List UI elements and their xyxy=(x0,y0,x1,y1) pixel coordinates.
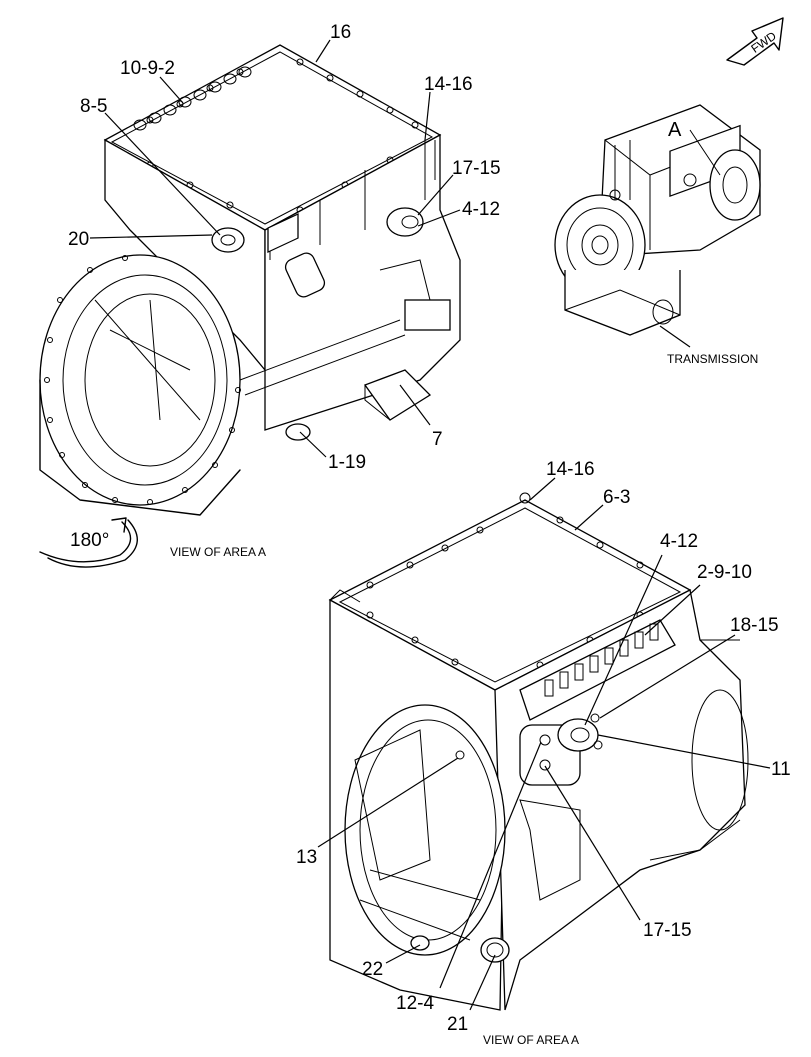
connector-row xyxy=(544,623,659,697)
bell-bolts xyxy=(44,255,241,505)
callout-18-15: 18-15 xyxy=(730,615,779,636)
callout-14-16-bottom: 14-16 xyxy=(546,459,595,480)
rotate-180-icon: 180° xyxy=(39,517,138,568)
callout-4-12-bottom: 4-12 xyxy=(660,531,698,552)
callout-21: 21 xyxy=(447,1014,468,1035)
callout-20: 20 xyxy=(68,229,89,250)
callout-6-3: 6-3 xyxy=(603,487,630,508)
callout-4-12-top: 4-12 xyxy=(462,199,500,220)
callout-2-9-10: 2-9-10 xyxy=(697,562,752,583)
transmission-thumbnail: A TRANSMISSION xyxy=(554,104,761,366)
case-top-view xyxy=(39,44,461,516)
callout-17-15-top: 17-15 xyxy=(452,158,501,179)
area-letter: A xyxy=(668,119,682,141)
callout-10-9-2: 10-9-2 xyxy=(120,58,175,79)
view-caption-bottom: VIEW OF AREA A xyxy=(483,1033,579,1047)
case-bottom-view xyxy=(328,492,749,1011)
callout-14-16-top: 14-16 xyxy=(424,74,473,95)
leader-lines xyxy=(89,39,771,1011)
callout-labels: 16 10-9-2 14-16 8-5 17-15 4-12 20 7 1-19… xyxy=(68,22,791,1035)
view-caption-top: VIEW OF AREA A xyxy=(170,545,266,559)
callout-11: 11 xyxy=(771,759,791,780)
callout-17-15-bottom: 17-15 xyxy=(643,920,692,941)
callout-7: 7 xyxy=(432,429,443,450)
fwd-arrow-icon: FWD xyxy=(726,17,784,66)
clip-loops xyxy=(133,66,252,131)
callout-8-5: 8-5 xyxy=(80,96,107,117)
callout-12-4: 12-4 xyxy=(396,993,434,1014)
callout-16: 16 xyxy=(330,22,351,43)
callout-22: 22 xyxy=(362,959,383,980)
callout-13: 13 xyxy=(296,847,317,868)
callout-1-19: 1-19 xyxy=(328,452,366,473)
transmission-caption: TRANSMISSION xyxy=(667,352,758,366)
rotation-label: 180° xyxy=(70,530,109,551)
